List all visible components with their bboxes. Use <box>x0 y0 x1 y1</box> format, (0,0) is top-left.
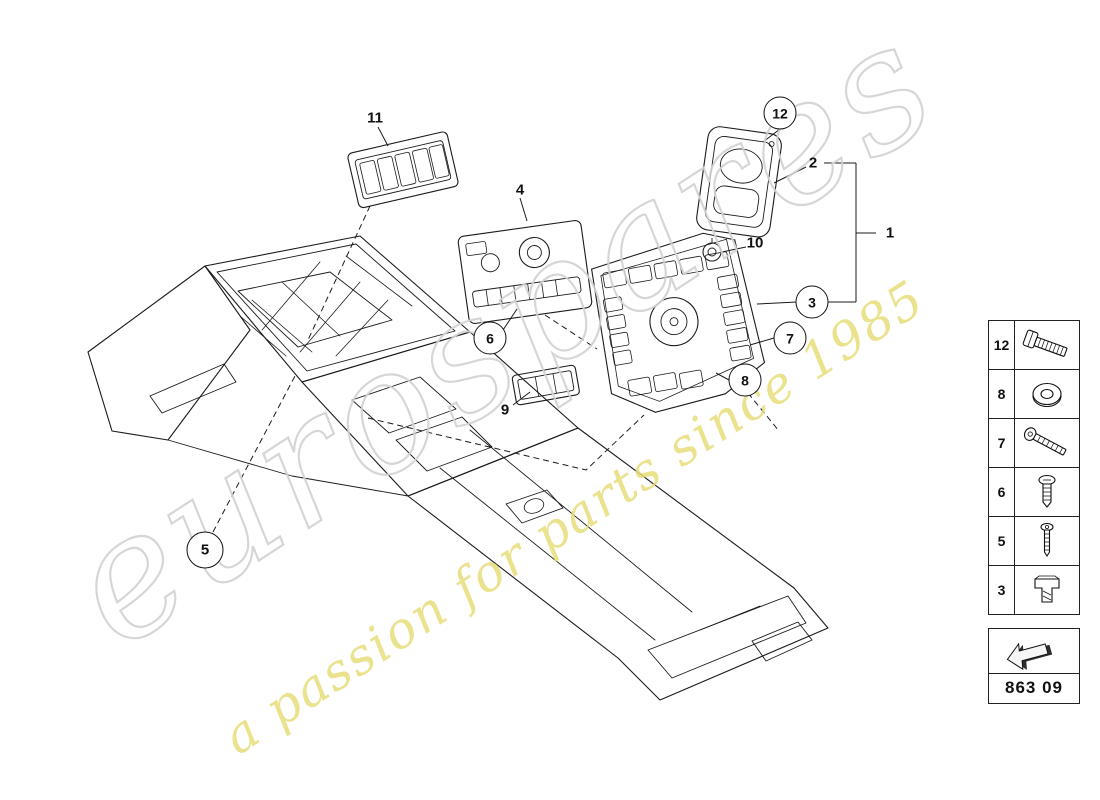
bolt-icon <box>1015 321 1079 369</box>
legend-number: 3 <box>989 566 1015 614</box>
callout-4[interactable]: 4 <box>515 181 525 199</box>
screw-short-icon <box>1015 468 1079 516</box>
legend-number: 5 <box>989 517 1015 565</box>
legend-number: 7 <box>989 419 1015 467</box>
legend-row-7[interactable]: 7 <box>989 419 1079 468</box>
legend-row-5[interactable]: 5 <box>989 517 1079 566</box>
console-line-art <box>87 235 829 701</box>
callout-12[interactable]: 12 <box>763 96 797 130</box>
dashed-reference-lines <box>212 205 780 533</box>
part-knob <box>702 238 722 262</box>
screw-pan-icon <box>1015 517 1079 565</box>
callout-3[interactable]: 3 <box>795 285 829 319</box>
legend-row-6[interactable]: 6 <box>989 468 1079 517</box>
direction-arrow-icon <box>989 629 1079 673</box>
part-switch-pack <box>511 364 580 406</box>
fastener-legend: 12 8 <box>988 320 1080 615</box>
callout-6[interactable]: 6 <box>473 321 507 355</box>
screw-long-icon <box>1015 419 1079 467</box>
part-group-code: 863 09 <box>989 673 1079 703</box>
part-group-box[interactable]: 863 09 <box>988 628 1080 704</box>
callout-1[interactable]: 1 <box>885 224 895 242</box>
callout-2[interactable]: 2 <box>808 154 818 172</box>
part-switch-strip <box>347 131 459 209</box>
callout-7[interactable]: 7 <box>773 321 807 355</box>
clip-icon <box>1015 566 1079 614</box>
legend-row-12[interactable]: 12 <box>989 321 1079 370</box>
callout-8[interactable]: 8 <box>728 363 762 397</box>
callout-9[interactable]: 9 <box>500 401 510 419</box>
legend-number: 6 <box>989 468 1015 516</box>
washer-icon <box>1015 370 1079 418</box>
legend-row-3[interactable]: 3 <box>989 566 1079 614</box>
callout-11[interactable]: 11 <box>367 109 383 127</box>
legend-row-8[interactable]: 8 <box>989 370 1079 419</box>
legend-number: 8 <box>989 370 1015 418</box>
callout-10[interactable]: 10 <box>746 234 764 252</box>
callout-5[interactable]: 5 <box>186 531 224 569</box>
part-trim-bezel <box>696 126 782 238</box>
part-climate-control <box>457 220 593 324</box>
legend-number: 12 <box>989 321 1015 369</box>
leader-lines <box>377 126 876 406</box>
